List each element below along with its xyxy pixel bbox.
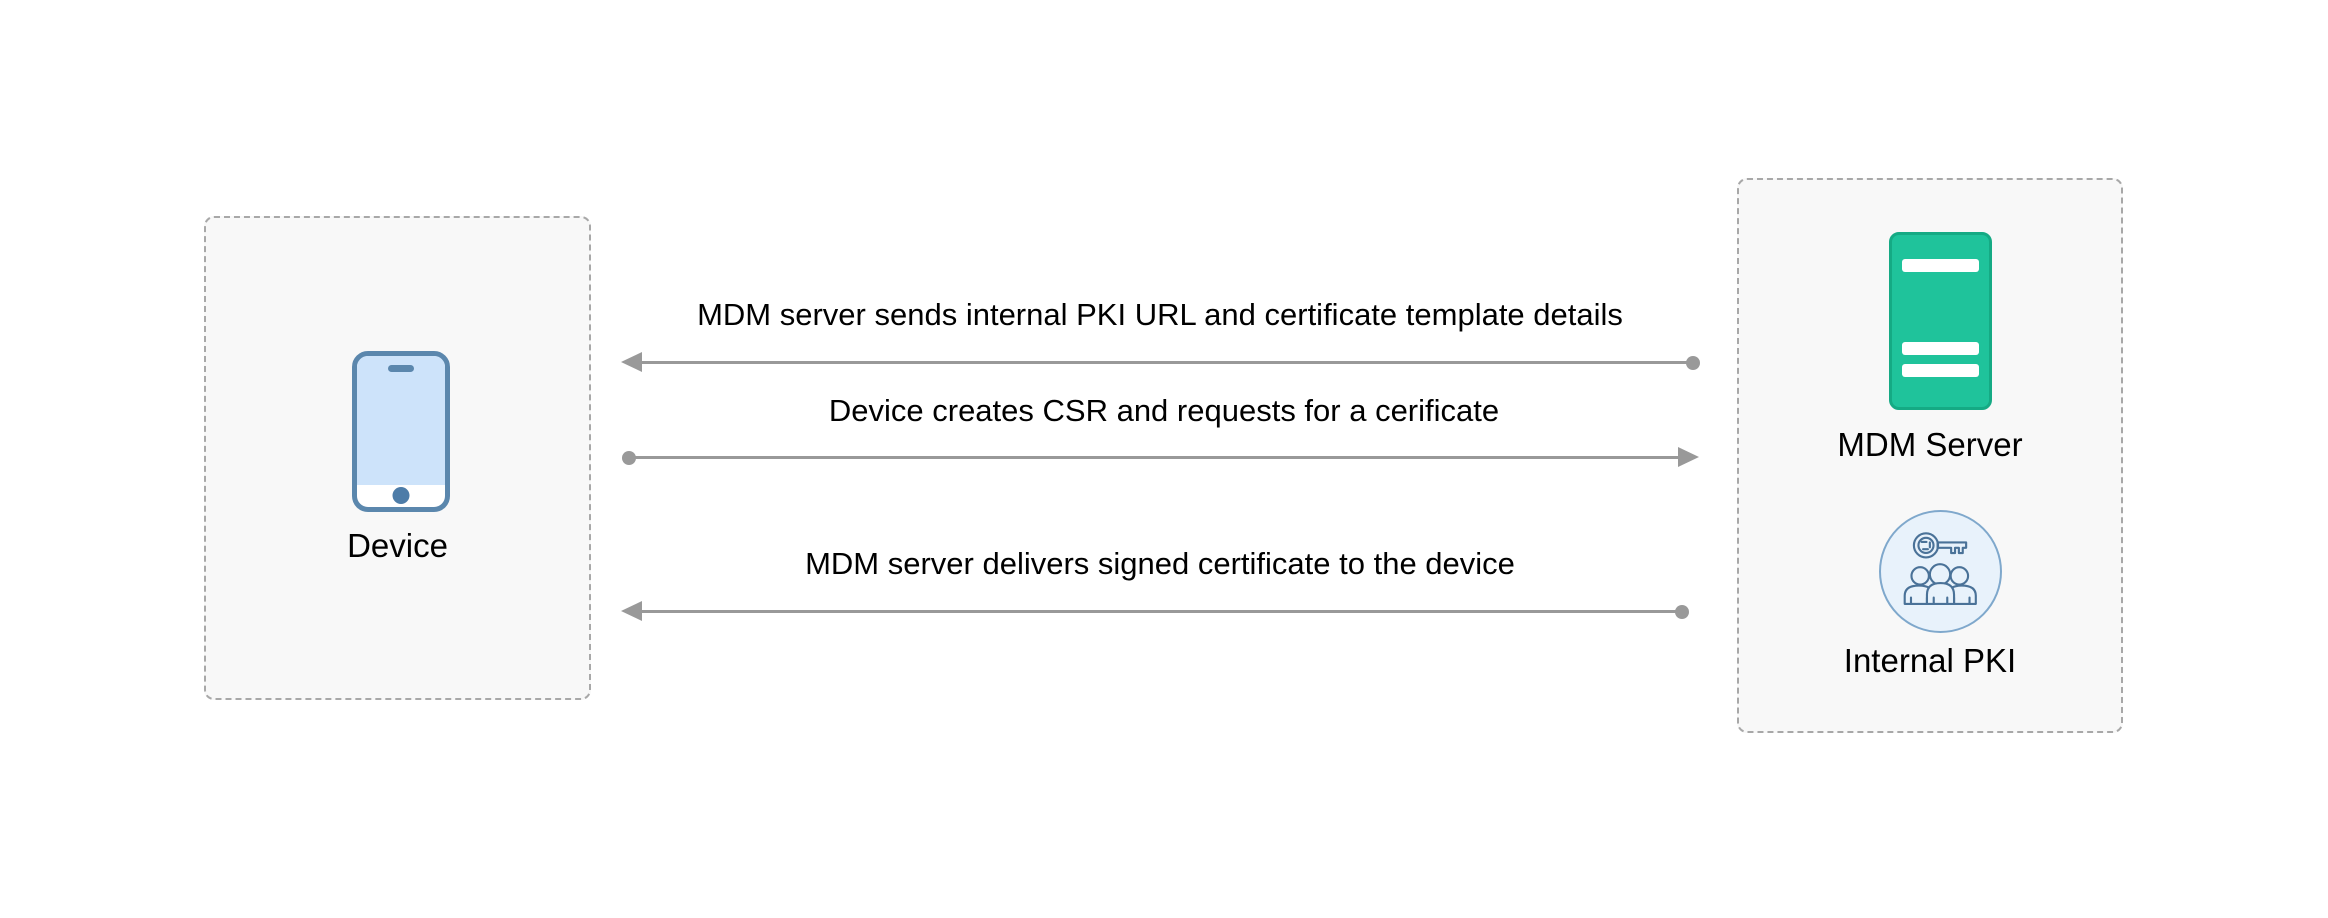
server-icon (1889, 232, 1992, 410)
device-actor-box: Device (204, 216, 591, 700)
pki-key-users-icon (1879, 510, 2002, 633)
smartphone-home-button (392, 487, 410, 504)
key-and-users-glyph (1903, 532, 1977, 605)
smartphone-screen (357, 356, 445, 485)
smartphone-speaker (388, 365, 414, 372)
message-2-arrow-right (622, 447, 1699, 467)
smartphone-icon (352, 351, 450, 512)
server-slot (1902, 342, 1979, 355)
device-label: Device (347, 527, 448, 564)
internal-pki-label: Internal PKI (1843, 642, 2017, 679)
message-3-label: MDM server delivers signed certificate t… (805, 546, 1515, 581)
message-1-label: MDM server sends internal PKI URL and ce… (697, 297, 1623, 332)
mdm-server-label: MDM Server (1837, 426, 2023, 463)
message-2-label: Device creates CSR and requests for a ce… (828, 393, 1500, 428)
message-1-arrow-left (621, 352, 1700, 372)
server-slot (1902, 259, 1979, 272)
mdm-server-actor-box: MDM Server (1737, 178, 2123, 733)
message-3-arrow-left (621, 601, 1689, 621)
server-slot (1902, 364, 1979, 377)
